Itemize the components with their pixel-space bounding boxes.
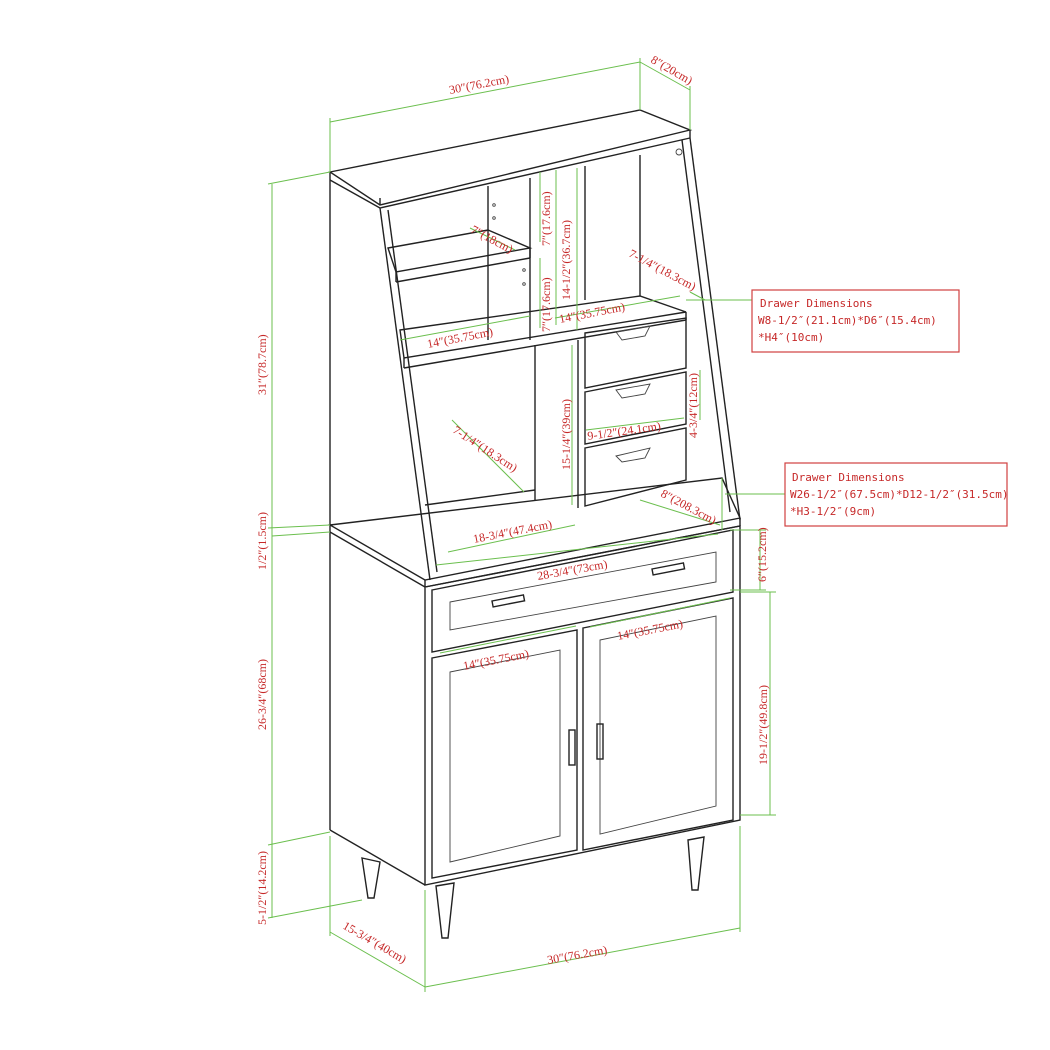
drawer-small-height-label: 4-3/4″(12cm) [686, 373, 700, 438]
small-drawers [584, 317, 687, 507]
callout-small-line2: *H4″(10cm) [758, 331, 824, 344]
legs [361, 836, 705, 939]
drawer-dimensions-callout-large: Drawer Dimensions W26-1/2″(67.5cm)*D12-1… [784, 462, 1009, 527]
hutch-height-label: 31″(78.7cm) [255, 334, 269, 395]
shelf-width-small-label: 7″(18cm) [469, 222, 516, 256]
shelf-height-full-label: 14-1/2″(36.7cm) [559, 220, 573, 300]
door-right-width-label: 14″(35.75cm) [616, 616, 684, 642]
cabinet-doors [431, 597, 734, 879]
hutch-cabinet-drawing [327, 109, 742, 939]
base-width-label: 30″(76.2cm) [546, 943, 608, 967]
callout-large-line2: *H3-1/2″(9cm) [790, 505, 876, 518]
shelf-height-upper-label: 7″(17.6cm) [539, 191, 553, 246]
top-depth-label: 8″(20cm) [649, 52, 696, 87]
cubby-depth-label: 7-1/4″(18.3cm) [450, 423, 520, 475]
hutch-right-depth-label: 7-1/4″(18.3cm) [627, 246, 699, 293]
dimension-lines [267, 58, 785, 992]
counter-depth-label: 8″(208.3cm) [659, 486, 719, 527]
drawer-dimensions-callout-small: Drawer Dimensions W8-1/2″(21.1cm)*D6″(15… [751, 289, 960, 353]
base-depth-label: 15-3/4″(40cm) [341, 918, 409, 966]
base-height-label: 26-3/4″(68cm) [255, 659, 269, 730]
leg-height-label: 5-1/2″(14.2cm) [255, 851, 269, 925]
counter-thickness-label: 1/2″(1.5cm) [255, 512, 269, 570]
shelf-height-lower-label: 7″(17.6cm) [539, 277, 553, 332]
callout-small-title: Drawer Dimensions [760, 297, 873, 310]
door-height-label: 19-1/2″(49.8cm) [756, 685, 770, 765]
cubby-width-label: 18-3/4″(47.4cm) [472, 517, 553, 546]
open-height-label: 15-1/4″(39cm) [559, 399, 573, 470]
drawer-small-width-label: 9-1/2″(24.1cm) [586, 419, 661, 443]
callout-large-title: Drawer Dimensions [792, 471, 905, 484]
large-drawer [431, 529, 734, 653]
drawer-front-height-label: 6″(15.2cm) [755, 527, 769, 582]
callout-small-line1: W8-1/2″(21.1cm)*D6″(15.4cm) [758, 314, 937, 327]
callout-large-line1: W26-1/2″(67.5cm)*D12-1/2″(31.5cm) [790, 488, 1009, 501]
